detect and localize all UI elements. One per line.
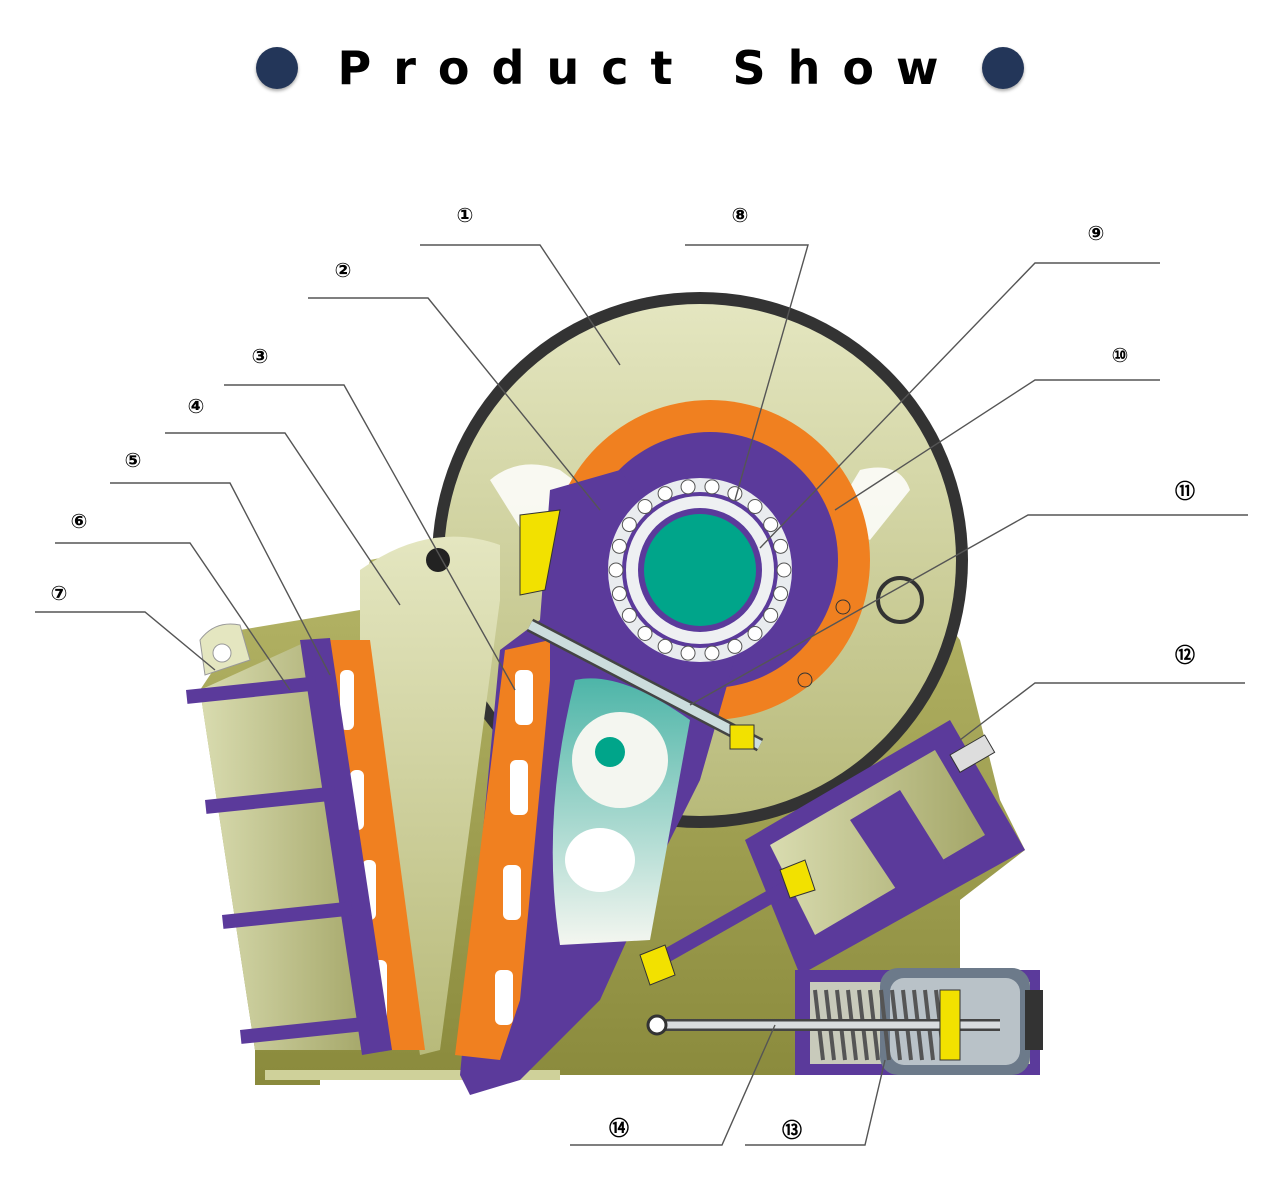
- roller: [704, 479, 720, 495]
- right-dot-icon: [982, 47, 1025, 89]
- bolt-head: [835, 599, 851, 615]
- page-title: Product Show: [337, 41, 961, 95]
- movable-jaw-plate: [455, 640, 550, 1060]
- roller: [621, 517, 637, 533]
- callout-10: ⑩: [1112, 343, 1129, 367]
- callout-4: ④: [188, 394, 205, 418]
- roller: [704, 645, 720, 661]
- roller: [773, 538, 789, 554]
- roller: [763, 517, 779, 533]
- roller: [611, 586, 627, 602]
- roller: [680, 479, 696, 495]
- callout-5: ⑤: [125, 448, 142, 472]
- roller: [608, 562, 624, 578]
- left-dot-icon: [255, 47, 298, 89]
- spring-cylinder: [646, 968, 1043, 1075]
- roller: [747, 625, 763, 641]
- header: Product Show: [0, 28, 1280, 108]
- leader-lines: [35, 244, 1248, 1146]
- roller: [657, 486, 673, 502]
- roller: [680, 645, 696, 661]
- callout-6: ⑥: [71, 509, 88, 533]
- roller: [763, 607, 779, 623]
- toggle-seat: [639, 720, 1025, 986]
- roller: [611, 538, 627, 554]
- bolt-head: [797, 672, 813, 688]
- callout-9: ⑨: [1088, 221, 1105, 245]
- callout-13: ⑬: [782, 1118, 802, 1142]
- callout-11: ⑪: [1175, 479, 1195, 503]
- roller: [727, 638, 743, 654]
- callout-2: ②: [335, 258, 352, 282]
- callout-1: ①: [457, 203, 474, 227]
- callout-8: ⑧: [732, 203, 749, 227]
- roller: [621, 607, 637, 623]
- eccentric-shaft: [608, 478, 792, 662]
- bearing-rollers: [608, 479, 792, 661]
- callout-12: ⑫: [1175, 643, 1195, 667]
- callout-3: ③: [252, 344, 269, 368]
- roller: [776, 562, 792, 578]
- roller: [657, 638, 673, 654]
- roller: [637, 499, 653, 515]
- frame-wall: [186, 623, 392, 1055]
- callout-labels: ① ② ③ ④ ⑤ ⑥ ⑦ ⑧ ⑨ ⑩ ⑪ ⑫ ⑬ ⑭: [51, 203, 1195, 1142]
- roller: [637, 625, 653, 641]
- callout-14: ⑭: [609, 1116, 629, 1140]
- roller: [747, 499, 763, 515]
- fixed-jaw-side: [320, 536, 500, 1055]
- roller: [773, 586, 789, 602]
- callout-7: ⑦: [51, 581, 68, 605]
- tie-rod: [519, 509, 764, 752]
